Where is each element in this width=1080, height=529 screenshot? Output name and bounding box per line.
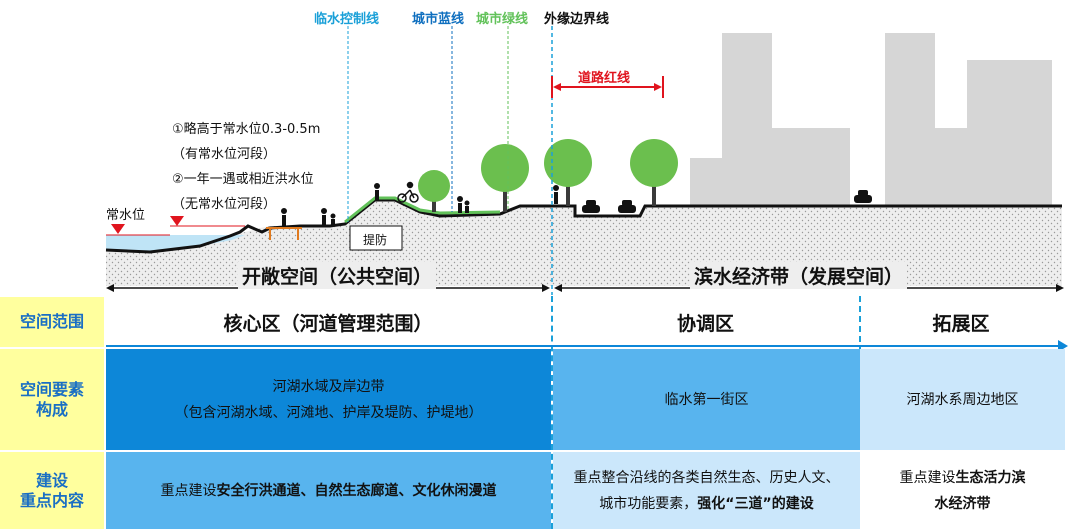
coordination-zone-range: 协调区 [676, 312, 734, 335]
car-icon [582, 200, 600, 213]
water-level-note-1: ①略高于常水位0.3-0.5m [172, 122, 321, 137]
person-icon [457, 196, 463, 213]
person-icon [321, 208, 327, 225]
row-header-focus-line2: 重点内容 [19, 490, 84, 510]
water-level-markers [106, 216, 245, 236]
normal-water-level-label: 常水位 [106, 208, 146, 223]
car-icon [618, 200, 636, 213]
core-zone-elements-line2: （包含河湖水域、河滩地、护岸及堤防、护堤地） [174, 404, 483, 421]
building-silhouettes [690, 33, 1052, 206]
expansion-zone-focus-bold1: 生态活力滨 [955, 469, 1026, 486]
people-figures [281, 183, 559, 226]
dyke-label: 提防 [363, 233, 388, 247]
water-level-note-1b: （有常水位河段） [172, 147, 277, 162]
core-zone-focus-bold: 安全行洪通道、自然生态廊道、文化休闲漫道 [216, 482, 497, 499]
expansion-zone-focus-line1: 重点建设生态活力滨 [900, 465, 1026, 491]
column-divider [551, 296, 553, 529]
person-icon [330, 213, 336, 226]
coordination-zone-focus: 重点整合沿线的各类自然生态、历史人文、 城市功能要素，强化“三道”的建设 [553, 452, 860, 529]
core-zone-elements-line1: 河湖水域及岸边带 [272, 378, 385, 395]
person-icon [281, 208, 287, 226]
cyclist-icon [397, 181, 419, 203]
road-red-line-marker [551, 76, 664, 98]
dyke-box [349, 225, 403, 251]
water-level-note-2: ②一年一遇或相近洪水位 [172, 172, 314, 187]
person-icon [553, 185, 559, 204]
expansion-zone-range: 拓展区 [932, 312, 990, 335]
flood-control-line-label: 临水控制线 [314, 12, 380, 27]
coordination-zone-elements: 临水第一街区 [553, 349, 860, 450]
person-icon [464, 200, 470, 213]
cars [582, 190, 872, 213]
outer-boundary-line-label: 外缘边界线 [544, 12, 610, 27]
expansion-zone-elements: 河湖水系周边地区 [860, 349, 1065, 450]
core-zone-elements: 河湖水域及岸边带 （包含河湖水域、河滩地、护岸及堤防、护堤地） [106, 349, 551, 450]
city-blue-line-label: 城市蓝线 [412, 12, 465, 27]
pier [266, 227, 302, 240]
water-level-note-2b: （无常水位河段） [172, 197, 277, 212]
column-divider [859, 296, 861, 352]
coordination-zone-focus-line1: 重点整合沿线的各类自然生态、历史人文、 [573, 469, 840, 486]
riverside-belt-title: 滨水经济带（发展空间） [690, 262, 908, 289]
core-zone-range: 核心区（河道管理范围） [223, 312, 433, 335]
tree-icon [630, 139, 678, 206]
city-green-line-label: 城市绿线 [476, 12, 529, 27]
core-zone-focus-prefix: 重点建设 [160, 482, 217, 499]
tree-icon [544, 139, 592, 206]
tree-icon [418, 170, 450, 212]
row-header-elements-line2: 构成 [35, 399, 68, 419]
embankment-greenery [344, 196, 501, 224]
row-header-elements: 空间要素 构成 [0, 349, 104, 450]
tree-icon [481, 144, 529, 212]
road-red-line-label: 道路红线 [578, 71, 631, 86]
car-icon [854, 190, 872, 203]
coordination-zone-focus-line2: 城市功能要素，强化“三道”的建设 [599, 491, 813, 517]
river-water [106, 235, 245, 252]
person-icon [374, 183, 380, 200]
progression-arrow-line [106, 345, 1046, 347]
trees [418, 139, 678, 212]
coordination-zone-focus-line2-bold: 强化“三道”的建设 [697, 495, 814, 512]
row-header-focus: 建设 重点内容 [0, 452, 104, 529]
open-space-title: 开敞空间（公共空间） [238, 262, 437, 289]
expansion-zone-focus-bold2: 水经济带 [934, 495, 991, 512]
row-header-focus-line1: 建设 [35, 470, 68, 490]
coordination-zone-focus-line2-prefix: 城市功能要素， [599, 495, 698, 512]
expansion-zone-focus-prefix: 重点建设 [899, 469, 956, 486]
cross-section-illustration [105, 26, 1064, 295]
core-zone-focus: 重点建设安全行洪通道、自然生态廊道、文化休闲漫道 [106, 452, 551, 529]
row-header-elements-line1: 空间要素 [19, 379, 84, 399]
expansion-zone-focus: 重点建设生态活力滨 水经济带 [860, 452, 1065, 529]
row-header-range: 空间范围 [0, 297, 104, 347]
